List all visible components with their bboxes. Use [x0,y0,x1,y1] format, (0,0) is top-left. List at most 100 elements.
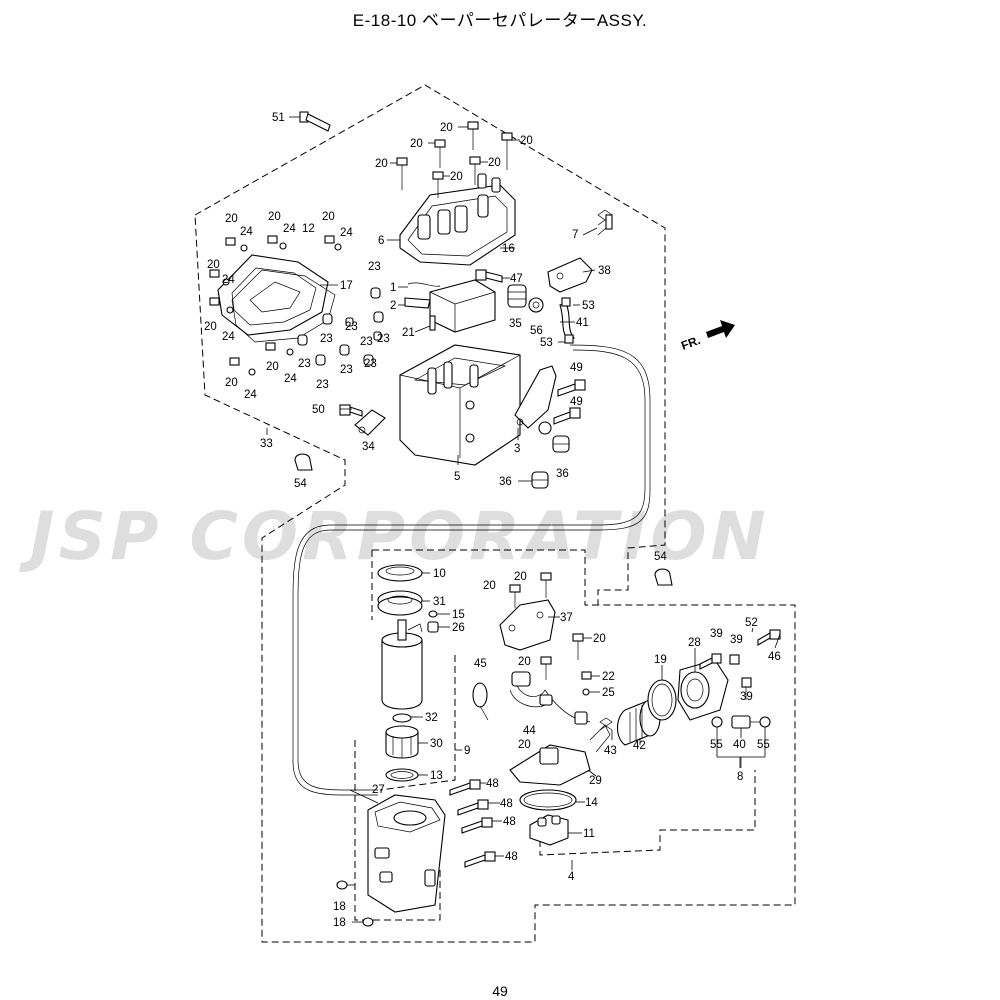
screw-cluster-top [396,121,513,198]
grommet-26-icon [427,621,439,633]
callout-53: 53 [582,300,595,312]
callout-56: 56 [530,325,543,337]
screw-icon [396,157,408,190]
fuel-pump-9 [381,619,423,710]
callout-27: 27 [372,784,385,796]
front-direction-arrow [706,320,735,338]
screw-icon [432,171,444,198]
assembly-outline-33 [194,84,796,943]
callout-29: 29 [589,775,602,787]
callout-24: 24 [244,389,257,401]
callout-12: 12 [302,223,315,235]
callout-34: 34 [362,441,375,453]
page-title: E-18-10 ベーパーセパレーターASSY. [352,11,648,30]
seal-31 [377,590,423,616]
callout-1: 1 [390,282,396,294]
callout-41: 41 [576,317,589,329]
callout-10: 10 [433,568,446,580]
callout-35: 35 [509,318,522,330]
callout-24: 24 [222,274,235,286]
callout-20: 20 [268,211,281,223]
screw-icon [469,156,481,185]
screw-icon [434,139,446,168]
callout-52: 52 [745,617,758,629]
callout-49: 49 [570,362,583,374]
leader-lines [266,126,781,923]
callout-39: 39 [710,628,723,640]
screw-icon [501,132,513,170]
callout-20: 20 [322,211,335,223]
callout-13: 13 [430,770,443,782]
callout-25: 25 [602,687,615,699]
watermark: JSP CORPORATION [30,498,770,575]
bracket-29 [509,724,611,786]
callout-54: 54 [294,478,307,490]
side-plate [217,254,329,336]
spring-7-icon [597,209,613,236]
strainer-30 [385,725,419,759]
cap-11 [529,814,569,846]
callout-4: 4 [568,871,575,883]
callout-20: 20 [225,213,238,225]
bolt-51-icon [289,111,331,132]
grommet-36-icon [552,435,570,453]
callout-23: 23 [364,358,377,370]
callout-20: 20 [518,739,531,751]
callout-24: 24 [240,226,253,238]
callout-7: 7 [572,229,578,241]
callout-40: 40 [733,739,746,751]
callout-30: 30 [430,738,443,750]
callout-36: 36 [556,468,569,480]
callout-23: 23 [368,261,381,273]
callout-44: 44 [523,725,536,737]
callout-48: 48 [505,851,518,863]
bolt-49-icon [557,379,586,397]
callout-48: 48 [486,778,499,790]
washer-55-icon [759,716,771,728]
bracket-34 [354,409,386,436]
callout-23: 23 [377,333,390,345]
callout-38: 38 [598,265,611,277]
bolt-48-icon [464,851,496,868]
washer-32-icon [392,713,412,723]
screw-cluster-middle [509,572,592,696]
callout-11: 11 [583,828,595,840]
callout-18: 18 [333,917,346,929]
callout-33: 33 [260,438,273,450]
callout-31: 31 [433,596,446,608]
fuel-hose [292,344,651,796]
callout-36: 36 [499,476,512,488]
callout-6: 6 [378,235,384,247]
callout-20: 20 [207,259,220,271]
callout-32: 32 [425,712,438,724]
float-sensor [404,279,496,333]
callout-20: 20 [518,656,531,668]
callout-54: 54 [654,551,667,563]
grommet-cluster-23 [297,287,384,366]
callout-24: 24 [222,331,235,343]
assembly-outline-9 [354,549,598,921]
bolt-48-icon [457,799,489,816]
callout-15: 15 [452,609,465,621]
bolt-39-icon [741,677,752,700]
bracket-37 [499,599,556,651]
callout-24: 24 [340,227,353,239]
callout-2: 2 [390,300,396,312]
callout-26: 26 [452,622,465,634]
callout-20: 20 [375,158,388,170]
grommet-36-icon [531,471,549,489]
callout-51: 51 [272,112,285,124]
callout-21: 21 [402,327,415,339]
screw-icon [467,121,479,150]
clip-54-icon [654,568,673,586]
filter-35-icon [507,284,527,308]
direction-label: FR. [679,333,702,353]
vapor-cover [399,173,516,266]
tie-45-icon [472,682,489,721]
bolt-39-icon [729,654,740,665]
callout-24: 24 [283,223,296,235]
washer-15-icon [428,610,438,618]
spring-43-icon [599,717,613,731]
callout-19: 19 [654,654,667,666]
callout-20: 20 [488,157,501,169]
